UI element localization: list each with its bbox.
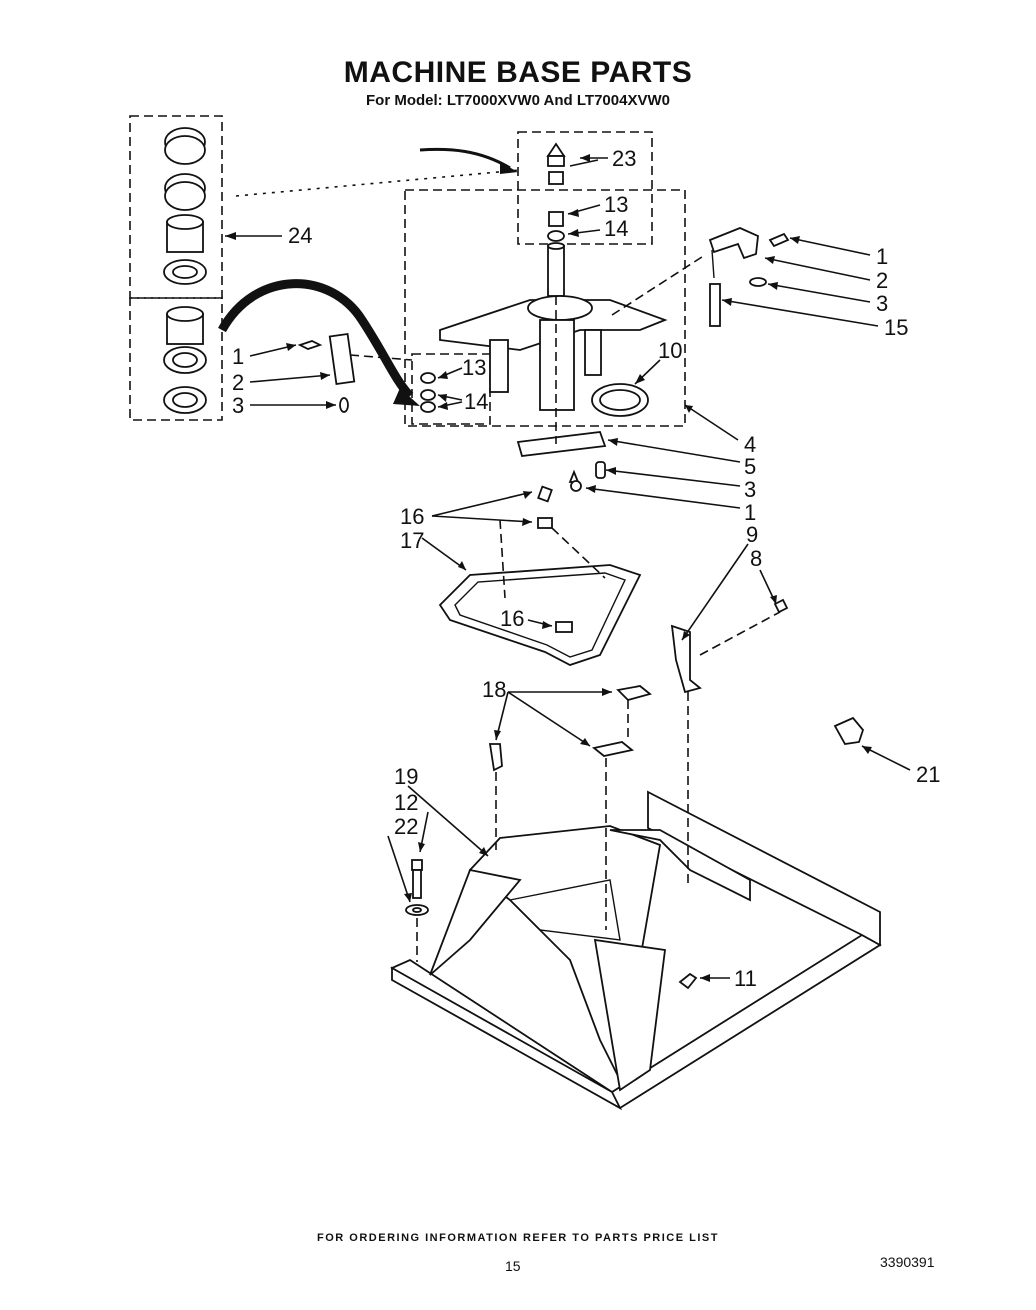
callout-14-top: 14: [604, 216, 628, 241]
ordering-footer: FOR ORDERING INFORMATION REFER TO PARTS …: [317, 1232, 719, 1244]
callout-23: 23: [612, 146, 636, 171]
callout-3-right: 3: [876, 291, 888, 316]
callout-1-right: 1: [876, 244, 888, 269]
callout-9: 9: [746, 522, 758, 547]
callout-1-center: 1: [744, 500, 756, 525]
callout-8: 8: [750, 546, 762, 571]
callout-22: 22: [394, 814, 418, 839]
callout-12: 12: [394, 790, 418, 815]
callout-16-bottom: 16: [500, 606, 524, 631]
page-number: 15: [505, 1258, 521, 1274]
callout-17: 17: [400, 528, 424, 553]
callout-10: 10: [658, 338, 682, 363]
callout-24: 24: [288, 223, 312, 248]
callout-2-right: 2: [876, 268, 888, 293]
callout-3-left: 3: [232, 393, 244, 418]
callout-18: 18: [482, 677, 506, 702]
callout-13-top: 13: [604, 192, 628, 217]
bearing-kit-group: [129, 115, 282, 421]
callout-3-center: 3: [744, 477, 756, 502]
callout-14-inner: 14: [464, 389, 488, 414]
callout-21: 21: [916, 762, 940, 787]
callout-11: 11: [734, 966, 757, 991]
callout-13-inner: 13: [462, 355, 486, 380]
callout-15: 15: [884, 315, 908, 340]
callout-2-left: 2: [232, 370, 244, 395]
document-number: 3390391: [880, 1254, 935, 1270]
callout-4: 4: [744, 432, 756, 457]
callout-19: 19: [394, 764, 418, 789]
callout-1-left: 1: [232, 344, 244, 369]
callout-16-top: 16: [400, 504, 424, 529]
callout-5: 5: [744, 454, 756, 479]
model-subtitle: For Model: LT7000XVW0 And LT7004XVW0: [366, 92, 670, 109]
page-title: MACHINE BASE PARTS: [343, 56, 693, 89]
